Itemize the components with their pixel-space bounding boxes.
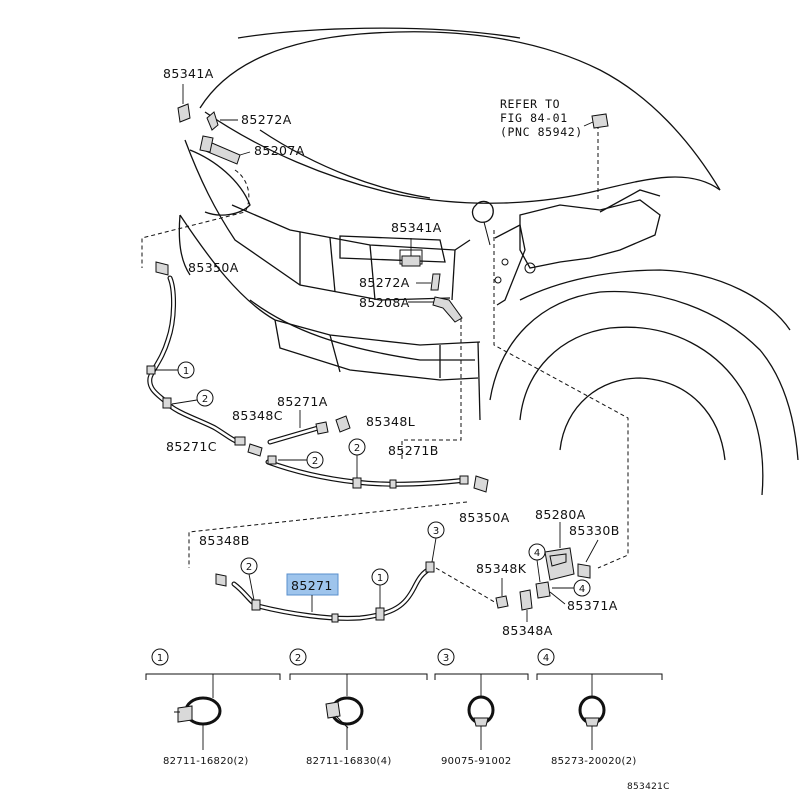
legend: 1 82711-16820(2) 2 82711-16830(4) 3: [145, 648, 663, 767]
clip-icon-4: [578, 695, 606, 727]
label-85341a-mid[interactable]: 85341A: [391, 220, 442, 235]
part-85208a-nozzle: [408, 296, 463, 323]
callout-labels: 85341A 85272A 85207A 85341A 85272A 85208…: [163, 66, 620, 638]
marker-4-a: 4: [534, 548, 540, 559]
legend-part-2: 82711-16830(4): [306, 756, 392, 767]
hose-85271: [215, 561, 435, 623]
diagram-markers: 1 2 2 2 3 2 1 4 4: [156, 361, 591, 608]
marker-1-a: 1: [183, 366, 189, 377]
label-85348c[interactable]: 85348C: [232, 408, 283, 423]
legend-num-2: 2: [295, 653, 301, 664]
legend-num-1: 1: [157, 653, 163, 664]
part-85272a-mid: [416, 273, 441, 291]
label-85348b[interactable]: 85348B: [199, 533, 250, 548]
label-85271-main[interactable]: 85271: [291, 578, 333, 593]
marker-2-c: 2: [354, 443, 360, 454]
marker-3-a: 3: [433, 526, 439, 537]
clip-icon-3: [467, 695, 495, 727]
marker-2-d: 2: [246, 562, 252, 573]
label-85207a[interactable]: 85207A: [254, 143, 305, 158]
legend-part-1: 82711-16820(2): [163, 756, 249, 767]
label-85272a-top[interactable]: 85272A: [241, 112, 292, 127]
label-85350a-right[interactable]: 85350A: [459, 510, 510, 525]
reference-note: REFER TO FIG 84-01 (PNC 85942): [500, 97, 609, 139]
label-85348l[interactable]: 85348L: [366, 414, 415, 429]
marker-4-b: 4: [579, 584, 585, 595]
part-85330b-grommet: [577, 539, 599, 579]
clamp-icon-1: [174, 696, 222, 726]
marker-2-b: 2: [312, 456, 318, 467]
label-85348a[interactable]: 85348A: [502, 623, 553, 638]
label-85271a[interactable]: 85271A: [277, 394, 328, 409]
part-85207a-nozzle: [199, 135, 251, 165]
part-85348k: [495, 578, 509, 609]
label-85330b[interactable]: 85330B: [569, 523, 620, 538]
hose-85271a: [247, 410, 351, 457]
legend-num-3: 3: [443, 653, 449, 664]
label-85271b[interactable]: 85271B: [388, 443, 439, 458]
label-85341a-top[interactable]: 85341A: [163, 66, 214, 81]
label-85348k[interactable]: 85348K: [476, 561, 527, 576]
part-85272a-top: [206, 111, 238, 131]
label-85371a[interactable]: 85371A: [567, 598, 618, 613]
legend-part-3: 90075-91002: [441, 756, 512, 767]
part-85280a-pump: [544, 522, 575, 581]
hose-85271c: [146, 261, 246, 446]
legend-num-4: 4: [543, 653, 549, 664]
clamp-icon-2: [325, 696, 364, 729]
reference-line-2: FIG 84-01: [500, 111, 568, 125]
hose-85271b: [265, 455, 489, 493]
reference-line-1: REFER TO: [500, 97, 560, 111]
dashed-guides: [141, 125, 629, 605]
part-85371a: [535, 581, 566, 605]
vehicle-outline: [178, 27, 799, 496]
label-85271c[interactable]: 85271C: [166, 439, 217, 454]
figure-code: 853421C: [627, 782, 670, 792]
part-85341a-mid-cover: [401, 238, 421, 267]
label-85272a-mid[interactable]: 85272A: [359, 275, 410, 290]
label-85208a[interactable]: 85208A: [359, 295, 410, 310]
part-85341a-top: [177, 84, 191, 123]
part-85348a: [519, 589, 533, 622]
reference-line-3: (PNC 85942): [500, 125, 583, 139]
label-85280a[interactable]: 85280A: [535, 507, 586, 522]
highlight-box: [286, 573, 339, 596]
marker-2-a: 2: [202, 394, 208, 405]
legend-part-4: 85273-20020(2): [551, 756, 637, 767]
marker-1-b: 1: [377, 573, 383, 584]
label-85350a-left[interactable]: 85350A: [188, 260, 239, 275]
